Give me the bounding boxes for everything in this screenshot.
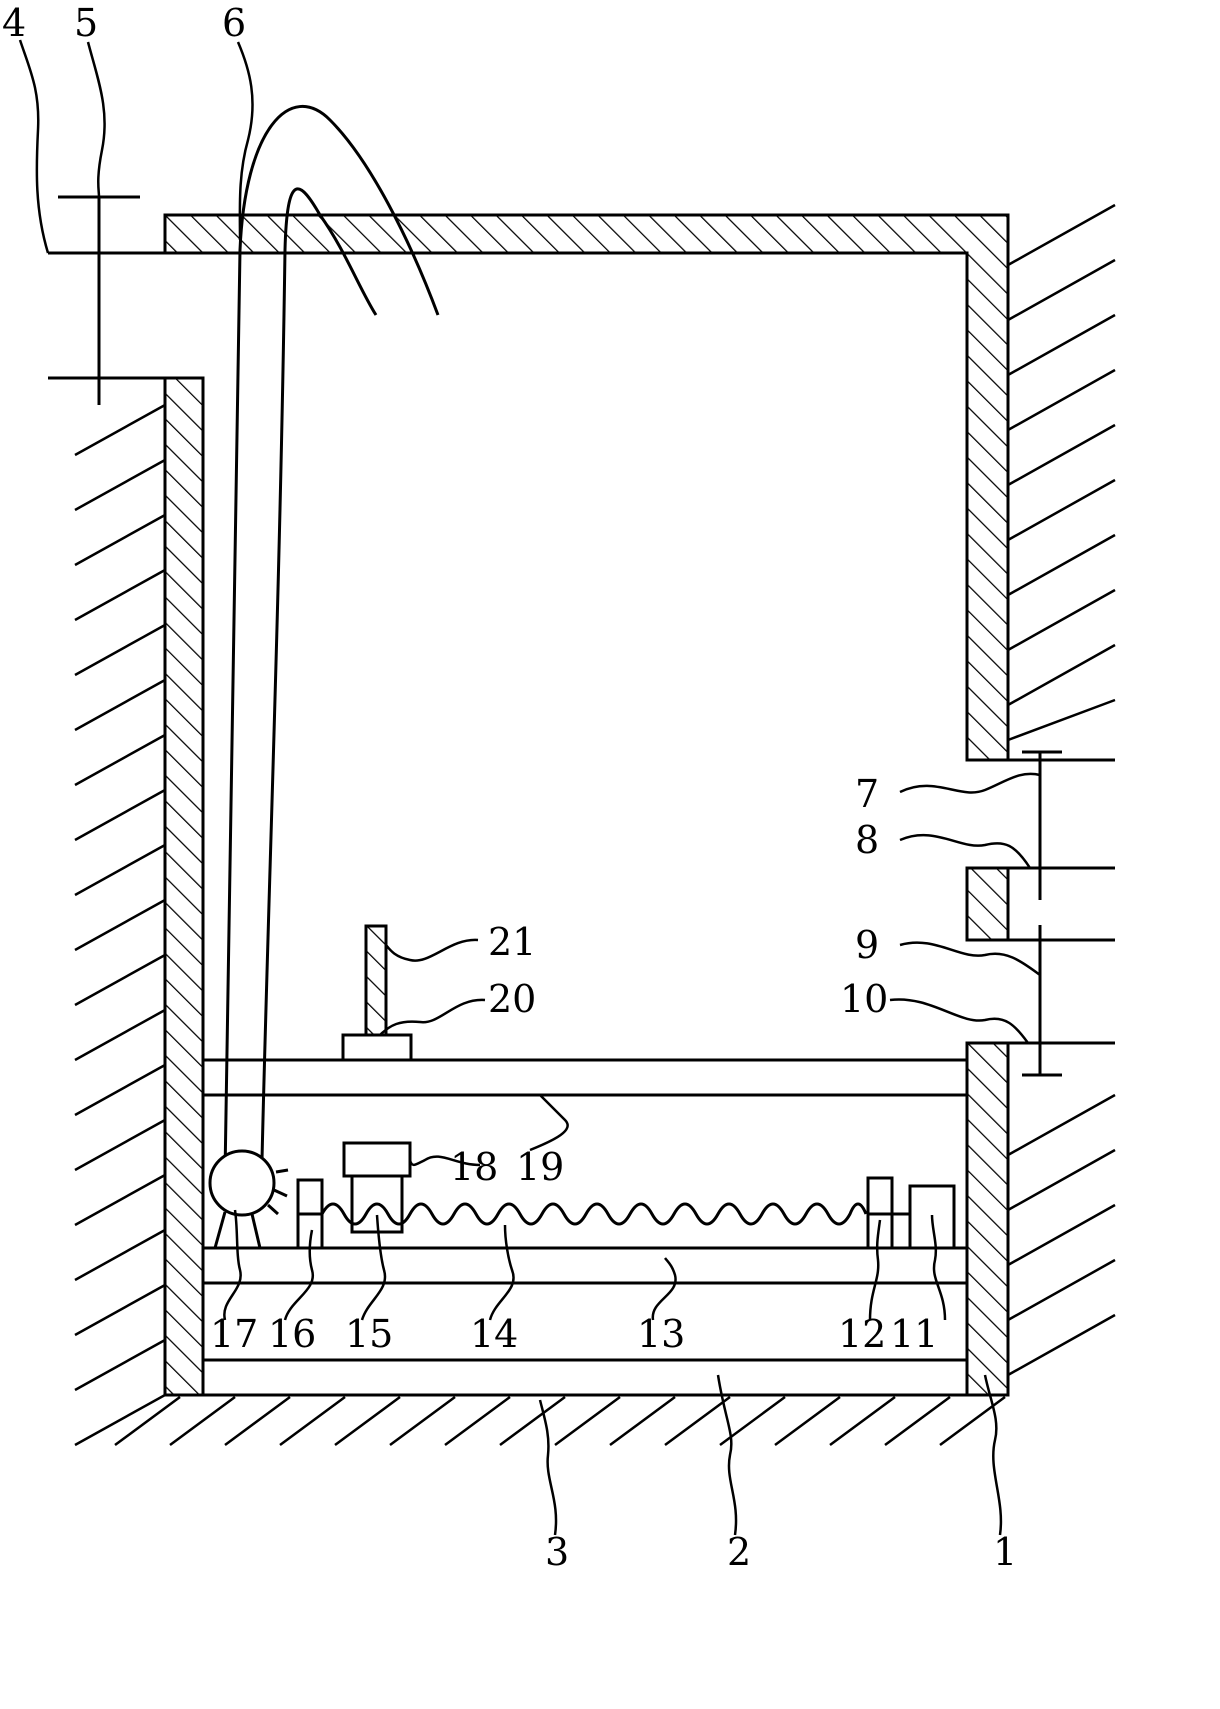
right-door <box>967 750 1115 1077</box>
label-3: 3 <box>545 1530 569 1574</box>
label-14: 14 <box>470 1312 518 1356</box>
part-17-wheel <box>208 1149 289 1249</box>
part-14-spring <box>320 1202 868 1226</box>
label-16: 16 <box>268 1312 316 1356</box>
label-6: 6 <box>222 1 246 45</box>
right-wall-lower <box>965 1041 1010 1397</box>
part-21-post <box>364 924 388 1037</box>
part-18-cap <box>342 1141 412 1178</box>
label-18: 18 <box>450 1145 498 1189</box>
label-8: 8 <box>855 818 879 862</box>
left-door <box>48 195 165 405</box>
label-5: 5 <box>74 1 98 45</box>
right-wall-block <box>965 866 1010 942</box>
label-10: 10 <box>840 977 888 1021</box>
label-17: 17 <box>210 1312 258 1356</box>
label-15: 15 <box>345 1312 393 1356</box>
label-4: 4 <box>2 1 26 45</box>
label-13: 13 <box>637 1312 685 1356</box>
label-9: 9 <box>855 923 879 967</box>
ground-hatch-bottom <box>114 1395 1006 1447</box>
part-12-block <box>866 1176 910 1250</box>
hose <box>223 105 440 1176</box>
label-19: 19 <box>516 1145 564 1189</box>
ground-hatch-left <box>74 403 166 1447</box>
leader-lines <box>18 39 1041 1536</box>
label-12: 12 <box>838 1312 886 1356</box>
label-20: 20 <box>488 977 536 1021</box>
label-11: 11 <box>890 1312 938 1356</box>
inner-structure <box>203 1058 967 1397</box>
part-labels: 4 5 6 7 8 9 10 21 20 18 19 17 16 15 14 1… <box>2 1 1017 1574</box>
label-7: 7 <box>855 772 879 816</box>
ground-hatch-right <box>1007 203 1116 1377</box>
top-wall <box>163 213 1010 762</box>
label-21: 21 <box>488 920 536 964</box>
box-walls <box>163 213 1010 1397</box>
part-20-base <box>341 1033 413 1062</box>
left-wall <box>163 376 205 1397</box>
label-2: 2 <box>727 1530 751 1574</box>
label-1: 1 <box>993 1530 1017 1574</box>
